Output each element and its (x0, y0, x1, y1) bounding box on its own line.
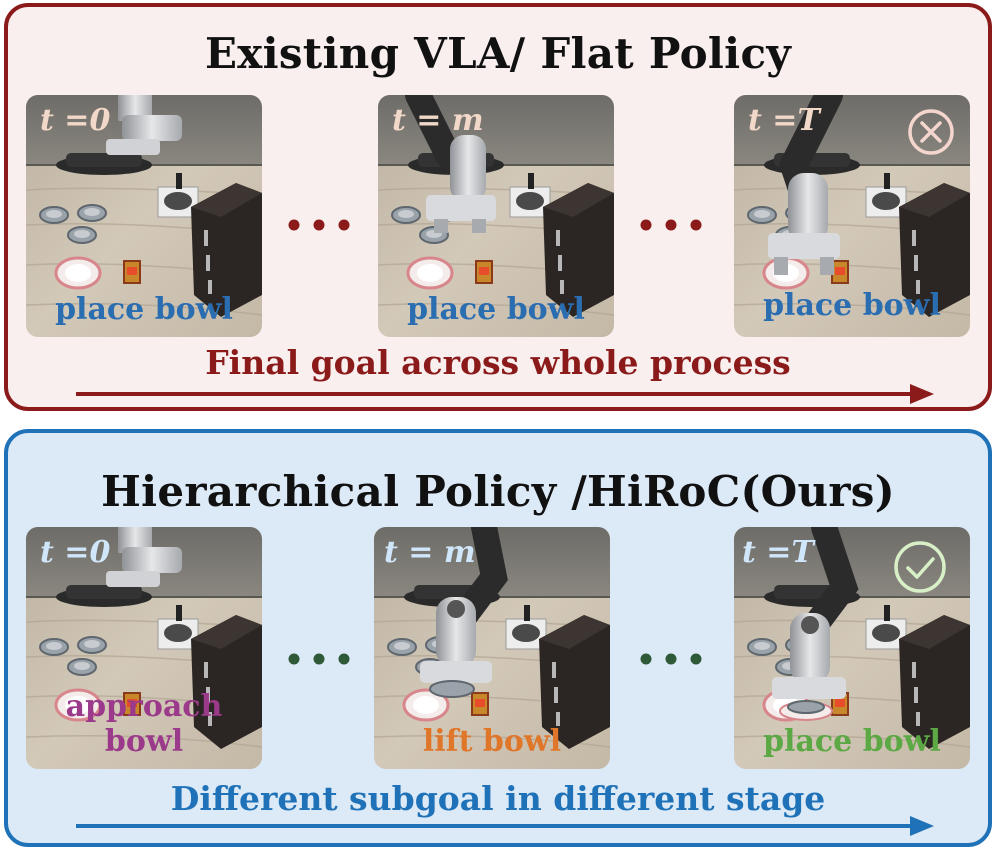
scene-image (734, 95, 970, 337)
ellipsis-dots (640, 219, 702, 231)
hierarchical-policy-panel: Hierarchical Policy /HiRoC(Ours) t =0 ap… (4, 429, 992, 847)
time-label: t =T (748, 103, 820, 138)
check-circle-icon (894, 541, 946, 593)
process-arrow-label: Different subgoal in different stage (170, 779, 826, 818)
panel-title: Existing VLA/ Flat Policy (204, 29, 792, 78)
frame-caption: place bowl (763, 724, 941, 759)
scene-image (734, 527, 970, 769)
frame-caption: approach bowl (65, 689, 223, 759)
frame-start: t =0 place bowl (26, 95, 262, 337)
ellipsis-dots (288, 219, 350, 231)
ellipsis-dots (288, 653, 350, 665)
frame-middle: t = m place bowl (378, 95, 614, 337)
cross-circle-icon (908, 109, 954, 155)
scene-image (374, 527, 610, 769)
frame-middle: t = m lift bowl (374, 527, 610, 769)
scene-image (26, 95, 262, 337)
ellipsis-dots (640, 653, 702, 665)
frame-caption: place bowl (407, 292, 585, 327)
frame-start: t =0 approach bowl (26, 527, 262, 769)
panel-title: Hierarchical Policy /HiRoC(Ours) (101, 467, 895, 516)
scene-image (26, 527, 262, 769)
process-arrow-label: Final goal across whole process (205, 343, 791, 382)
process-arrow (76, 816, 934, 836)
process-arrow (76, 384, 934, 404)
time-label: t =0 (40, 535, 111, 570)
time-label: t = m (384, 535, 476, 570)
time-label: t =T (742, 535, 814, 570)
time-label: t = m (392, 103, 484, 138)
frame-end: t =T place bowl (734, 95, 970, 337)
frame-caption: lift bowl (422, 724, 562, 759)
frame-caption: place bowl (763, 288, 941, 323)
scene-image (378, 95, 614, 337)
frame-caption: place bowl (55, 292, 233, 327)
time-label: t =0 (40, 103, 111, 138)
flat-policy-panel: Existing VLA/ Flat Policy t =0 place bow… (4, 3, 992, 411)
frame-end: t =T place bowl (734, 527, 970, 769)
